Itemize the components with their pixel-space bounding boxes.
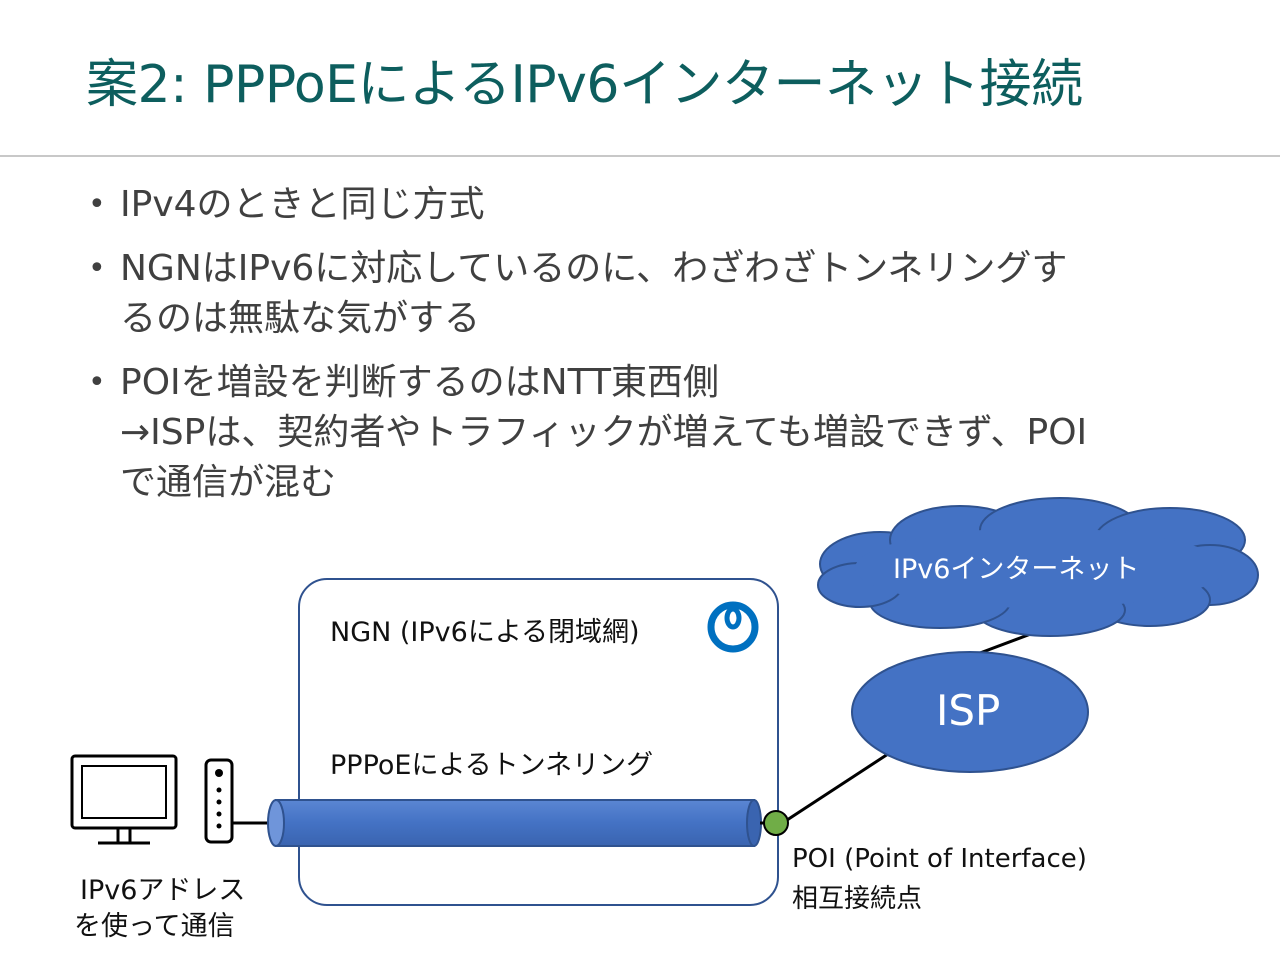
bullet-item: • IPv4のときと同じ方式 [88,180,1228,230]
monitor-icon [70,754,178,845]
title-divider [0,155,1280,157]
slide-title: 案2: PPPoEによるIPv6インターネット接続 [86,55,1083,115]
poi-label: POI (Point of Interface) [792,844,1087,874]
tunnel-label: PPPoEによるトンネリング [330,750,654,781]
isp-node [851,651,1089,773]
bullet-item: • POIを増設を判断するのはNTT東西側 →ISPは、契約者やトラフィックが増… [88,358,1228,508]
bullet-text: IPv4のときと同じ方式 [120,184,485,225]
pc-sublabel: を使って通信 [74,911,235,942]
router-icon [204,758,234,844]
internet-cloud [817,497,1259,637]
pc-label: IPv6アドレス [80,875,246,906]
bullet-item: • NGNはIPv6に対応しているのに、わざわざトンネリングす るのは無駄な気が… [88,244,1228,344]
bullet-text: POIを増設を判断するのはNTT東西側 [120,362,719,403]
bullet-text: NGNはIPv6に対応しているのに、わざわざトンネリングす [120,248,1068,289]
bullet-text: るのは無駄な気がする [120,298,481,339]
isp-label: ISP [936,686,1001,735]
bullet-list: • IPv4のときと同じ方式 • NGNはIPv6に対応しているのに、わざわざト… [88,180,1228,522]
bullet-text: で通信が混む [120,462,337,503]
poi-isp-link [783,752,889,824]
ntt-logo-icon [707,601,759,653]
poi-node [763,810,789,836]
bullet-dot: • [88,365,106,400]
bullet-dot: • [88,251,106,286]
poi-sublabel: 相互接続点 [792,884,923,914]
cloud-label: IPv6インターネット [893,554,1140,585]
bullet-text: →ISPは、契約者やトラフィックが増えても増設できず、POI [120,412,1088,453]
bullet-dot: • [88,187,106,222]
pppoe-tunnel [267,799,762,847]
ngn-label: NGN (IPv6による閉域網) [330,617,640,648]
